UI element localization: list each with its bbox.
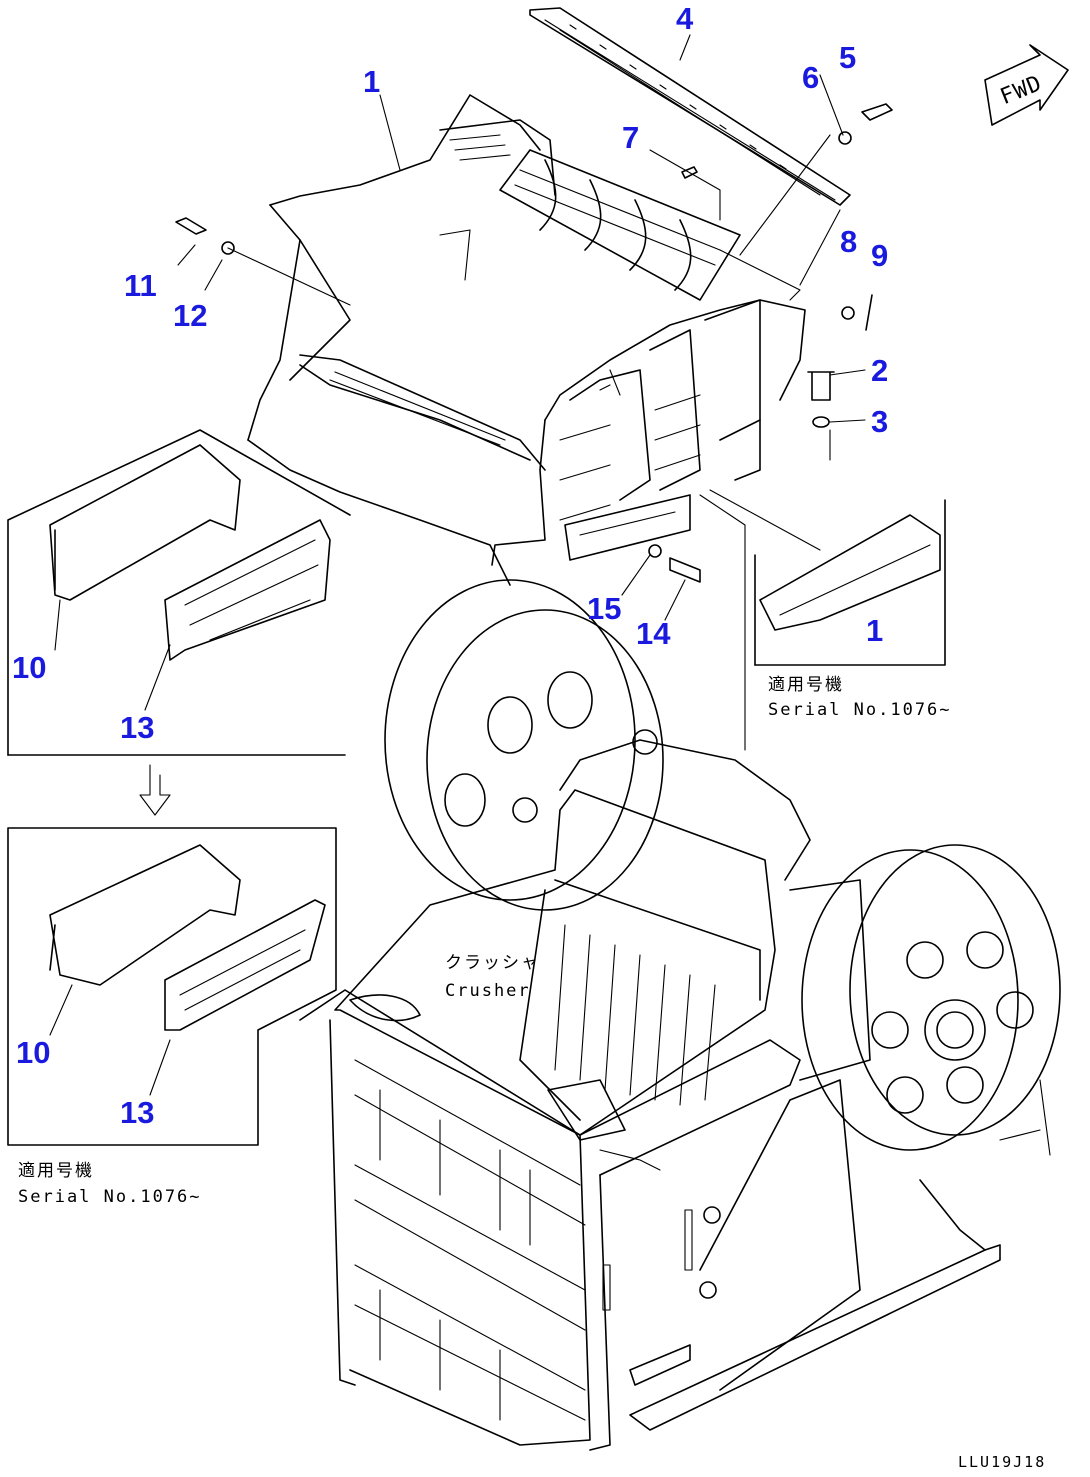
serial-right-en: Serial No.1076~ [768,700,952,720]
callout-11: 11 [124,268,157,303]
callout-13-upper: 13 [120,710,155,745]
callout-8: 8 [840,224,858,259]
fasteners [175,103,893,583]
crusher-label-en: Crusher [445,981,531,1001]
down-arrow [139,764,171,816]
side-cover-4 [529,7,851,301]
serial-right-jp: 適用号機 [768,675,844,695]
serial-box-right [754,499,946,666]
callout-1-top: 1 [363,64,381,99]
callout-9: 9 [871,238,889,273]
guide-plate-box-upper [7,429,351,756]
crusher-body [299,579,1061,1451]
serial-left-jp: 適用号機 [18,1161,94,1181]
serial-left-en: Serial No.1076~ [18,1187,202,1207]
callout-10-upper: 10 [12,650,47,685]
hopper-side-plate [247,94,556,586]
drawing-code: LLU19J18 [958,1453,1047,1471]
guide-plate-box-lower [7,827,337,1146]
crusher-label-jp: クラッシャ [445,953,540,973]
callout-12: 12 [173,298,208,333]
fwd-arrow-outline [984,44,1069,126]
callout-2: 2 [871,353,889,388]
callout-4: 4 [676,1,694,36]
callout-15: 15 [587,591,622,626]
callout-7: 7 [622,120,640,155]
callout-14: 14 [636,616,671,651]
callout-13-lower: 13 [120,1095,155,1130]
callout-10-lower: 10 [16,1035,51,1070]
callout-3: 3 [871,404,889,439]
callout-1-serial-box: 1 [866,613,884,648]
frame-assembly [491,299,806,566]
roller-screen [499,149,741,301]
callout-6: 6 [802,60,820,95]
callout-5: 5 [839,40,857,75]
leader-lines [49,34,866,1096]
